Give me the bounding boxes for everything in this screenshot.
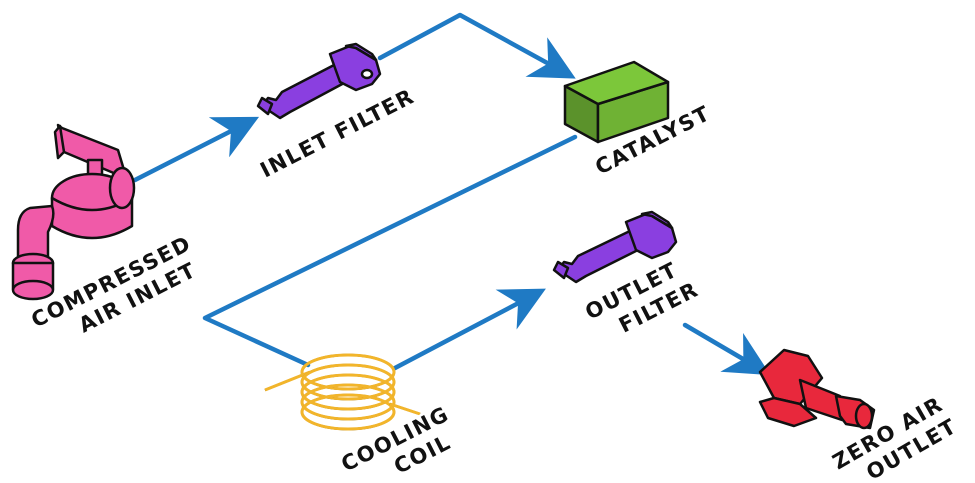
filter-cartridge-icon	[256, 42, 382, 120]
catalyst-block-icon	[563, 60, 670, 144]
coil-ring-fill	[300, 373, 396, 411]
compressed-air-inlet-label: COMPRESSED AIR INLET	[27, 227, 215, 356]
outlet-fitting-icon	[758, 348, 876, 430]
flow-lines	[132, 12, 771, 376]
coil-ring-fill	[300, 363, 396, 401]
coil-icon	[264, 353, 421, 431]
coil-ring-fill	[300, 353, 396, 391]
valve-icon	[11, 123, 136, 301]
flow-arrow-filter-to-catalyst	[377, 12, 576, 79]
flow-line-catalyst-to-coil	[202, 134, 578, 368]
coil-ring-fill	[300, 383, 396, 421]
flow-arrow-inlet-to-filter	[132, 116, 260, 183]
flow-arrow-coil-to-outlet-filter	[392, 288, 546, 371]
labels: COMPRESSED AIR INLET INLET FILTER CATALY…	[25, 82, 964, 483]
filter-cartridge-icon	[552, 210, 678, 284]
flow-arrow-outlet-filter-to-zero-air	[682, 322, 771, 376]
coil-ring-fill	[300, 393, 396, 431]
